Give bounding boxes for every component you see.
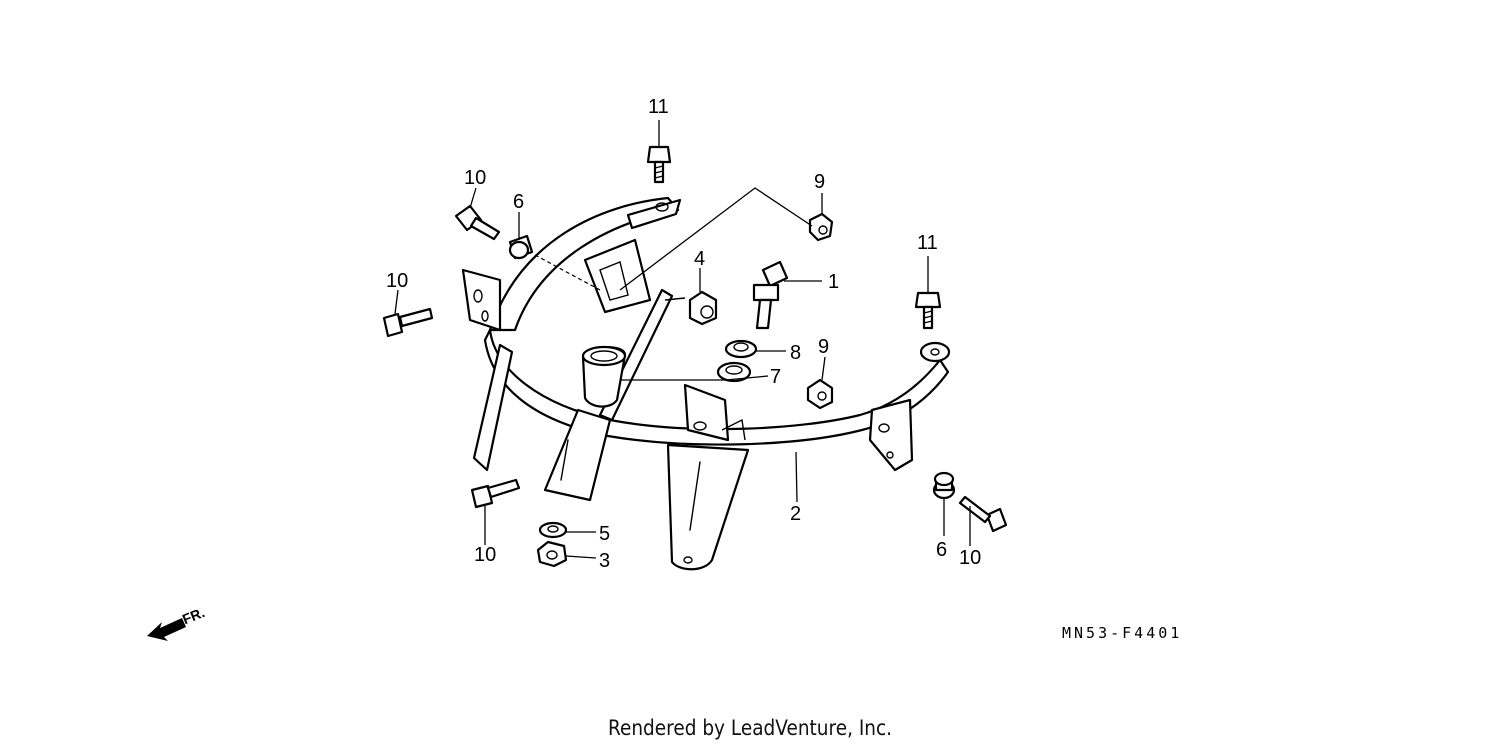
callout-11-top: 11 (648, 96, 669, 118)
callout-6-left: 6 (513, 191, 524, 213)
grommet-8[interactable] (724, 339, 758, 359)
bolt-11-right[interactable] (914, 291, 942, 330)
front-label: FR. (180, 604, 207, 627)
callout-11-right: 11 (917, 232, 938, 254)
callout-9-upper: 9 (814, 171, 825, 193)
callout-3: 3 (599, 550, 610, 572)
washer-5[interactable] (538, 521, 568, 539)
callout-10-left: 10 (386, 270, 408, 292)
switch-1[interactable] (752, 260, 789, 330)
nut-3[interactable] (536, 540, 568, 568)
front-direction-indicator: FR. (147, 604, 207, 641)
callout-4: 4 (694, 248, 705, 270)
render-credit: Rendered by LeadVenture, Inc. (607, 716, 893, 740)
callout-5: 5 (599, 523, 610, 545)
bolt-10-left[interactable] (382, 307, 434, 338)
nut-4[interactable] (688, 290, 718, 326)
callout-6-right: 6 (936, 539, 947, 561)
bolt-10-upper-left[interactable] (454, 204, 501, 241)
callout-10-right: 10 (959, 547, 981, 569)
bolt-10-right[interactable] (958, 495, 1008, 533)
callout-2: 2 (790, 503, 801, 525)
nut-9-lower[interactable] (806, 378, 834, 410)
callout-10-lower-left: 10 (474, 544, 496, 566)
nut-9-upper[interactable] (808, 212, 834, 242)
grommet-7[interactable] (716, 361, 752, 383)
bolt-11-top[interactable] (646, 145, 672, 184)
front-arrow-icon (147, 618, 186, 641)
callout-9-lower: 9 (818, 336, 829, 358)
collar-6-left[interactable] (508, 234, 534, 260)
callout-8: 8 (790, 342, 801, 364)
bolt-10-lower-left[interactable] (470, 478, 521, 509)
frame-stay[interactable] (461, 196, 951, 571)
figure-code: MN53-F4401 (1062, 624, 1183, 642)
leader-lines (394, 120, 971, 559)
callout-7: 7 (770, 366, 781, 388)
callout-1: 1 (828, 271, 839, 293)
callout-numbers: 11 11 10 6 10 9 4 1 8 9 7 2 10 5 3 6 10 (386, 96, 981, 572)
collar-6-right[interactable] (932, 471, 956, 500)
callout-10-upper-left: 10 (464, 167, 486, 189)
